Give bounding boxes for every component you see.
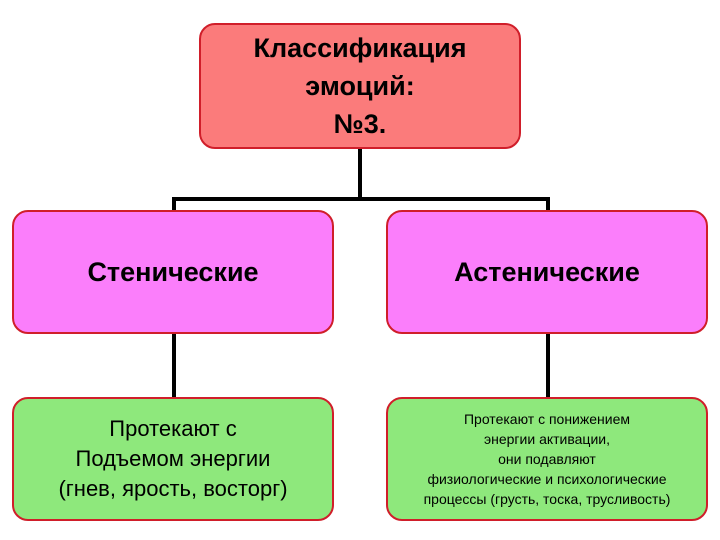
description-text-sthenic: Протекают с Подъемом энергии (гнев, ярос…	[58, 416, 288, 501]
category-label-asthenic: Астенические	[454, 256, 640, 287]
connector-right-category-to-description	[546, 334, 550, 398]
connector-horizontal	[172, 197, 550, 201]
description-node-asthenic: Протекают с понижением энергии активации…	[386, 397, 708, 521]
connector-root-down	[358, 149, 362, 199]
root-title: Классификация эмоций: №3.	[253, 33, 467, 139]
category-label-sthenic: Стенические	[87, 256, 259, 287]
root-node: Классификация эмоций: №3.	[199, 23, 521, 149]
category-node-sthenic: Стенические	[12, 210, 334, 334]
connector-left-down	[172, 197, 176, 211]
category-node-asthenic: Астенические	[386, 210, 708, 334]
connector-left-category-to-description	[172, 334, 176, 398]
description-node-sthenic: Протекают с Подъемом энергии (гнев, ярос…	[12, 397, 334, 521]
connector-right-down	[546, 197, 550, 211]
description-text-asthenic: Протекают с понижением энергии активации…	[423, 411, 671, 507]
